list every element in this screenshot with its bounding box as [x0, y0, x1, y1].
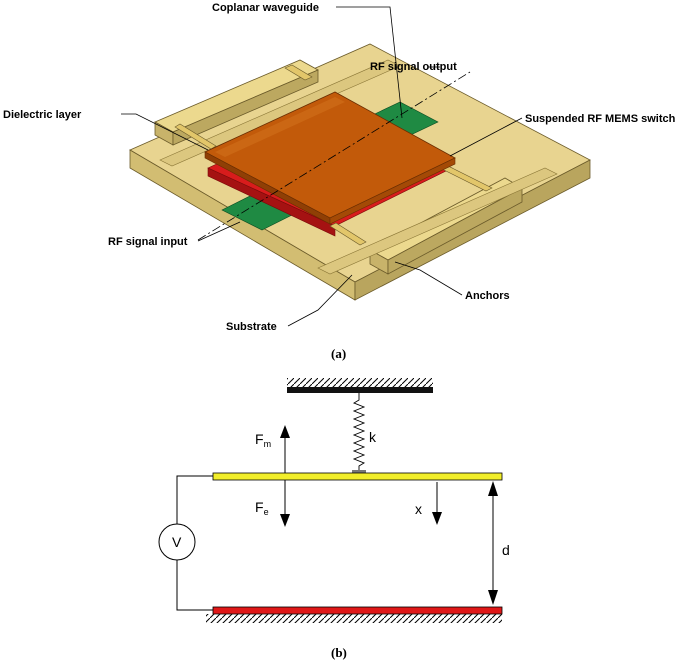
coplanar-waveguide	[159, 59, 401, 167]
suspended-membrane	[204, 91, 456, 225]
caption-b: (b)	[331, 645, 347, 660]
spring	[352, 393, 366, 473]
label-displacement-x: x	[415, 501, 422, 517]
force-electric-arrow	[280, 480, 290, 527]
label-rf-signal-input: RF signal input	[108, 236, 188, 248]
circuit-wire	[176, 475, 213, 524]
label-rf-signal-output: RF signal output	[370, 61, 457, 73]
label-voltage: V	[172, 534, 182, 550]
label-force-electric: Fe	[255, 499, 269, 517]
label-coplanar-waveguide: Coplanar waveguide	[212, 2, 319, 14]
coplanar-waveguide-front	[317, 167, 558, 275]
label-anchors: Anchors	[465, 290, 510, 302]
fixed-support	[287, 387, 433, 393]
support-hatch	[287, 378, 433, 387]
voltage-source	[158, 523, 196, 561]
caption-a: (a)	[331, 346, 346, 361]
gap-arrow	[488, 481, 498, 605]
label-force-mechanical: Fm	[255, 431, 271, 449]
force-mechanical-arrow	[280, 425, 290, 473]
tethers	[174, 64, 493, 246]
ground-hatch	[206, 614, 502, 623]
label-suspended-switch: Suspended RF MEMS switch	[525, 113, 676, 125]
label-dielectric-layer: Dielectric layer	[3, 109, 82, 121]
label-substrate: Substrate	[226, 321, 277, 333]
bottom-electrode	[212, 606, 503, 615]
label-spring-k: k	[369, 429, 377, 445]
panel-a-illustration	[129, 43, 591, 301]
displacement-arrow	[432, 482, 442, 525]
signal-axis	[197, 71, 471, 241]
label-gap-d: d	[502, 542, 510, 558]
top-electrode	[212, 472, 503, 481]
panel-a-leaders	[121, 6, 523, 327]
panel-b-schematic	[158, 378, 503, 623]
anchor-back	[154, 59, 319, 146]
